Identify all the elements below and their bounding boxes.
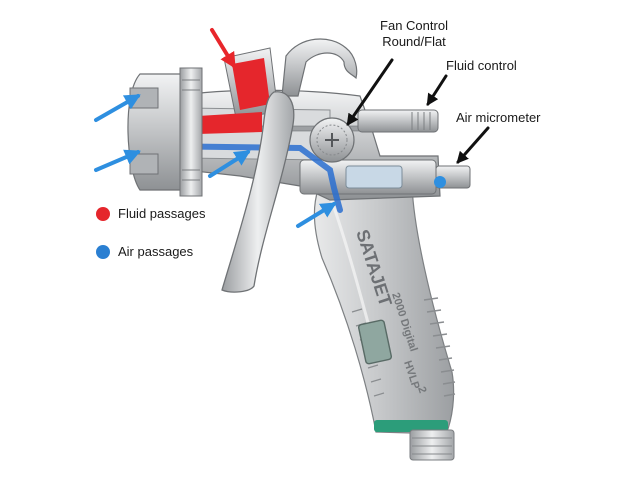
digital-pressure-display (357, 319, 393, 365)
air-cap-nozzle (127, 67, 203, 197)
fluid-arrow (210, 28, 236, 69)
number-engraving: 2 (415, 385, 428, 395)
top-hook (281, 38, 358, 97)
legend-air-passages: Air passages (96, 244, 246, 260)
fluid-control-label: Fluid control (446, 58, 517, 73)
legend-fluid-label: Fluid passages (118, 206, 206, 221)
air-passages-swatch (96, 245, 110, 259)
air-arrow (94, 94, 141, 122)
legend-fluid-passages: Fluid passages (96, 206, 246, 222)
air-arrow (208, 150, 251, 178)
gun-handle (313, 183, 456, 461)
fluid-control-leader (426, 74, 448, 107)
fan-control-label-line2: Round/Flat (382, 34, 446, 49)
air-micrometer-label: Air micrometer (456, 110, 541, 125)
air-passage (147, 143, 343, 213)
fluid-control-knob (357, 109, 439, 133)
air-flow-arrows (94, 94, 337, 228)
callout-leaders (346, 58, 490, 164)
legend-air-label: Air passages (118, 244, 194, 259)
air-micrometer-leader (456, 126, 490, 164)
fan-control-leader (346, 58, 394, 126)
fan-control-label-line1: Fan Control (380, 18, 448, 33)
fan-control-label: Fan Control Round/Flat (366, 18, 462, 50)
trigger (221, 91, 295, 293)
air-arrow (94, 149, 141, 172)
fluid-passages-swatch (96, 207, 110, 221)
green-accent-ring (374, 420, 448, 432)
air-arrow (296, 202, 337, 228)
